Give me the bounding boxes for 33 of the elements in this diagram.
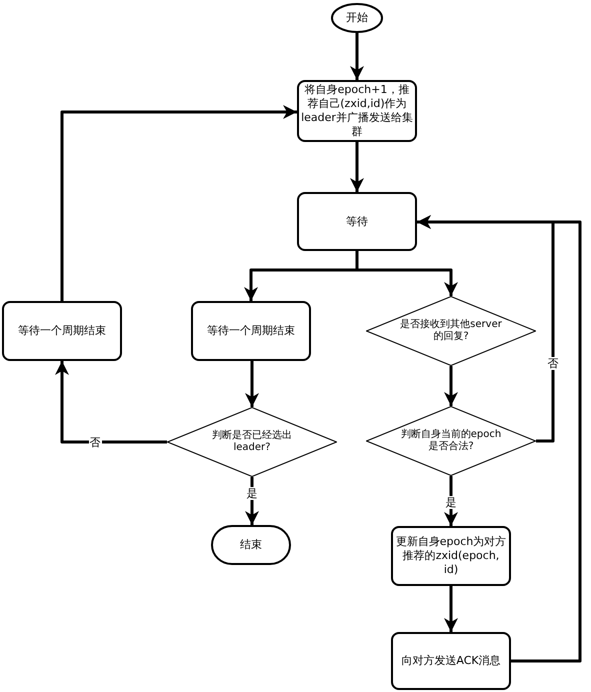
arrow	[55, 361, 167, 444]
process-box	[191, 301, 311, 361]
process-box	[2, 301, 122, 361]
node-text: 向对方发送ACK消息	[401, 654, 501, 668]
node-text: 更新自身epoch为对方推荐的zxid(epoch, id)	[394, 535, 508, 577]
arrow	[444, 366, 458, 406]
arrow	[444, 586, 458, 632]
arrow	[417, 215, 582, 662]
process-box	[391, 526, 511, 586]
node-text: 等待一个周期结束	[207, 324, 295, 338]
edge-label: 否	[546, 356, 560, 370]
node-text: 将自身epoch+1，推荐自己(zxid,id)作为leader并广播发送给集群	[300, 83, 414, 139]
arrow	[350, 33, 364, 80]
arrow	[245, 361, 259, 407]
node-text: 判断是否已经选出leader?	[211, 430, 293, 454]
edge-label: 否	[88, 436, 102, 448]
node-text: 等待一个周期结束	[18, 324, 106, 338]
decision-diamond	[366, 406, 536, 476]
arrow	[60, 105, 297, 301]
arrow	[350, 142, 364, 192]
process-box	[391, 632, 511, 690]
node-text: 是否接收到其他server的回复?	[399, 319, 503, 343]
edge-label: 是	[246, 486, 258, 500]
node-text: 结束	[240, 538, 262, 552]
edge-label: 是	[444, 496, 458, 508]
process-box	[297, 192, 417, 251]
node-text: 开始	[346, 11, 368, 25]
end-terminal	[211, 525, 291, 565]
decision-diamond	[366, 296, 536, 366]
decision-diamond	[167, 407, 337, 477]
node-text: 等待	[346, 214, 368, 228]
arrow	[356, 251, 458, 296]
node-text: 判断自身当前的epoch是否合法?	[400, 429, 502, 453]
